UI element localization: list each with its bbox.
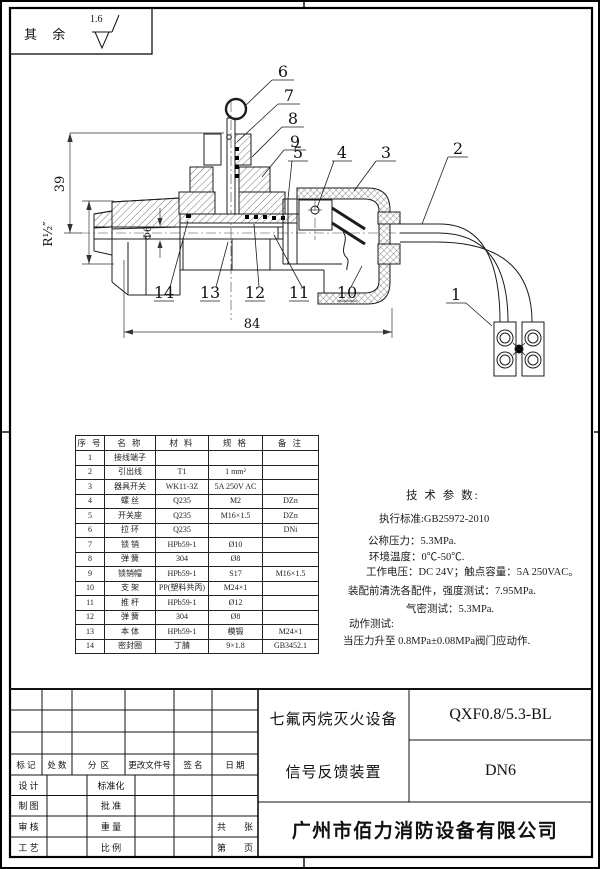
dim-bore: Φ6 [143, 226, 154, 241]
cell-weight: 重 量 [100, 822, 122, 832]
cell-approve: 批 准 [100, 801, 122, 811]
company-name: 广州市佰力消防设备有限公司 [291, 821, 559, 842]
tech-param-line: 动作测试: [349, 619, 394, 630]
tech-param-line: 公称压力：5.3MPa. [368, 536, 457, 547]
cell-process: 工 艺 [18, 842, 39, 853]
cell-design: 设 计 [18, 780, 39, 791]
col-index: 序 号 [75, 435, 105, 451]
dim-84: 84 [244, 317, 261, 332]
callout-1: 1 [451, 285, 461, 304]
cell-scale: 比 例 [100, 842, 122, 853]
pull-ring [224, 97, 248, 121]
callout-11: 11 [289, 283, 309, 302]
callout-12: 12 [245, 283, 265, 302]
cell-standardize: 标准化 [97, 780, 125, 791]
callout-6: 6 [278, 62, 288, 81]
title-block-grid [10, 688, 592, 857]
dimensions [64, 132, 393, 338]
callout-leaders [154, 79, 493, 327]
switch-assembly [282, 188, 366, 271]
product-name-line2: 信号反馈装置 [285, 764, 382, 781]
tech-param-line: 当压力升至 0.8MPa±0.08MPa阀门应动作. [343, 636, 531, 647]
micro-switch [298, 199, 333, 231]
callout-5: 5 [293, 143, 303, 162]
th-doc-no: 更改文件号 [128, 759, 171, 770]
tech-param-line: 工作电压：DC 24V；触点容量：5A 250VAC。 [366, 567, 579, 578]
callout-10: 10 [337, 283, 357, 302]
nominal-size: DN6 [484, 762, 517, 779]
roughness-value: 1.6 [90, 14, 103, 25]
th-zone: 分 区 [87, 759, 110, 770]
dim-thread: R½″ [41, 221, 55, 247]
stem-tower [178, 97, 286, 215]
cell-total-sheets: 共 张 [216, 822, 253, 832]
parts-table-header: 序 号 名 称 材 料 规 格 备 注 [75, 435, 319, 451]
th-count: 处 数 [47, 759, 67, 770]
col-spec: 规 格 [208, 435, 263, 451]
dim-39: 39 [53, 176, 68, 193]
roughness-box [10, 8, 153, 55]
roughness-label: 其 余 [24, 27, 72, 42]
valve-assembly [80, 97, 545, 377]
th-date: 日 期 [225, 759, 245, 770]
th-mark: 标 记 [16, 759, 36, 770]
roughness-icon [92, 14, 120, 50]
tech-param-line: 执行标准:GB25972-2010 [379, 514, 490, 525]
model-number: QXF0.8/5.3-BL [449, 705, 552, 723]
callout-4: 4 [337, 143, 347, 162]
callout-9: 9 [290, 132, 300, 151]
tech-param-line: 环境温度：0℃-50℃. [369, 552, 465, 563]
tech-param-line: 气密测试：5.3MPa. [406, 604, 495, 615]
rubber-boot [296, 187, 401, 305]
valve-body [179, 213, 325, 293]
cell-sheet-no: 第 页 [216, 842, 253, 853]
col-name: 名 称 [104, 435, 156, 451]
terminal-block [493, 321, 545, 377]
tech-params-title: 技 术 参 数: [406, 490, 480, 502]
th-sign: 签 名 [183, 759, 203, 770]
cell-check: 审 核 [18, 822, 39, 832]
callout-13: 13 [200, 283, 220, 302]
callout-2: 2 [453, 139, 463, 158]
tech-param-line: 装配前清洗各配件，强度测试：7.95MPa. [348, 586, 536, 597]
cable [400, 223, 533, 323]
dimension-labels: 39 R½″ Φ6 84 [41, 176, 260, 332]
cell-draft: 制 图 [18, 801, 39, 811]
inlet-fitting [93, 197, 181, 296]
col-note: 备 注 [262, 435, 319, 451]
callout-numbers: 6 7 8 9 5 4 3 2 1 14 13 12 11 10 [154, 62, 463, 304]
callout-3: 3 [381, 143, 391, 162]
callout-7: 7 [284, 86, 294, 105]
product-name-line1: 七氟丙烷灭火设备 [269, 711, 398, 728]
callout-8: 8 [288, 109, 298, 128]
callout-14: 14 [154, 283, 174, 302]
col-material: 材 料 [155, 435, 209, 451]
